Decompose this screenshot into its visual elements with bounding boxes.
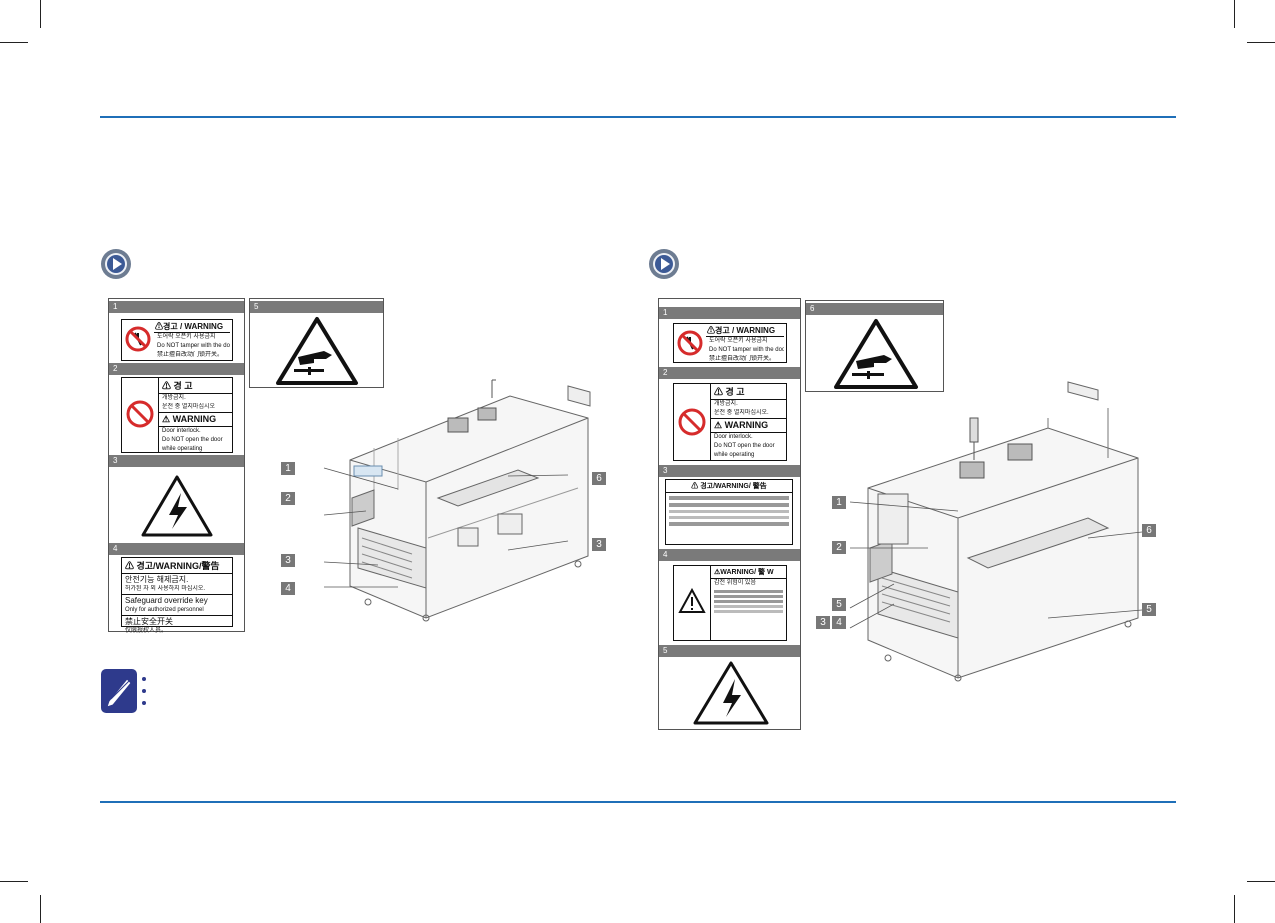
label-text: Do NOT tamper with the door key. [157, 343, 230, 349]
label-header: 4 [659, 549, 800, 561]
play-circle-icon [101, 249, 131, 279]
label-text: 안전기능 해제금지. [125, 575, 189, 584]
label-header: 3 [109, 455, 244, 467]
label-text: Safeguard override key [122, 594, 232, 606]
warning-label-door-key: ⚠경고 / WARNING 도어락 오픈키 사용금지 Do NOT tamper… [121, 319, 233, 361]
callout-badge: 3 [816, 616, 830, 629]
warning-label-door-key: ⚠경고 / WARNING 도어락 오픈키 사용금지 Do NOT tamper… [673, 323, 787, 363]
no-hand-icon [677, 330, 703, 356]
label-text: Only for authorized personnel [125, 607, 204, 613]
crop-mark [1247, 881, 1275, 882]
footer-rule [100, 801, 1176, 803]
crop-mark [0, 881, 28, 882]
callout-badge: 5 [1142, 603, 1156, 616]
prohibited-icon [126, 400, 154, 428]
label-header: 5 [659, 645, 800, 657]
crop-mark [40, 0, 41, 28]
hand-pinch-warning-icon [276, 317, 358, 385]
label-header: 6 [806, 303, 943, 315]
label-text: 운전 중 열지마십시오. [714, 410, 769, 416]
callout-badge: 1 [832, 496, 846, 509]
warning-label-multilingual: ⚠ 경고/WARNING/ 警告 [665, 479, 793, 545]
callout-badge: 2 [281, 492, 295, 505]
label-title: ⚠ 경 고 [711, 384, 786, 400]
right-figure: 1 ⚠경고 / WARNING 도어락 오픈키 사용금지 Do NOT tamp… [658, 298, 1160, 730]
label-text: Door interlock. [162, 428, 201, 434]
label-column: 1 ⚠경고 / WARNING 도어락 오픈키 사용금지 Do NOT tamp… [658, 298, 801, 730]
callout-badge: 3 [592, 538, 606, 551]
warning-label-electric: ⚠WARNING/ 警 W 감전 위험이 있음 [673, 565, 787, 641]
label-text: 개방금지. [714, 401, 738, 407]
label-title: ⚠경고 / WARNING [706, 325, 784, 337]
label-header: 1 [659, 307, 800, 319]
label-text: 禁止擅自改动门锁开关。 [709, 356, 776, 362]
callout-badge: 6 [1142, 524, 1156, 537]
label-column: 1 ⚠경고 / WARNING 도어락 오픈키 사용금지 Do NOT tamp… [108, 298, 245, 634]
label-title: ⚠ 경 고 [159, 378, 232, 394]
label-title: ⚠ WARNING [159, 412, 232, 427]
high-voltage-icon [141, 475, 213, 537]
label-title: ⚠ 경고/WARNING/警告 [122, 558, 232, 574]
warning-label-safeguard-key: ⚠ 경고/WARNING/警告 안전기능 해제금지. 허가된 자 외 사용하지 … [121, 557, 233, 634]
hand-pinch-warning-icon [834, 319, 918, 389]
label-header: 2 [109, 363, 244, 375]
callout-badge: 6 [592, 472, 606, 485]
label-text: 운전 중 열지마십시오 [162, 404, 216, 410]
label-text: Do NOT tamper with the door key. [709, 347, 784, 353]
crop-mark [1247, 42, 1275, 43]
label-text: 감전 위험이 있음 [714, 580, 756, 586]
label-text: 도어락 오픈키 사용금지 [709, 338, 768, 344]
no-hand-icon [125, 326, 151, 352]
warning-label-door-interlock: ⚠ 경 고 개방금지. 운전 중 열지마십시오. ⚠ WARNING Door … [673, 383, 787, 461]
label-text: 禁止安全开关 [122, 615, 232, 627]
callout-badge: 3 [281, 554, 295, 567]
label-title: ⚠WARNING/ 警 W [711, 566, 786, 579]
play-circle-icon [649, 249, 679, 279]
machine-illustration [323, 379, 591, 622]
pinch-hazard-frame: 5 [249, 298, 384, 388]
label-title: ⚠ WARNING [711, 418, 786, 433]
label-header: 4 [109, 543, 244, 555]
label-text: Door interlock. [714, 434, 753, 440]
left-figure: 1 ⚠경고 / WARNING 도어락 오픈키 사용금지 Do NOT tamp… [108, 298, 610, 634]
machine-illustration [849, 381, 1143, 682]
label-header: 5 [250, 301, 383, 313]
pinch-hazard-frame: 6 [805, 300, 944, 392]
crop-mark [1234, 0, 1235, 28]
label-text: 개방금지. [162, 395, 186, 401]
label-text: Do NOT open the door [714, 443, 775, 449]
crop-mark [0, 42, 28, 43]
label-header: 3 [659, 465, 800, 477]
label-text: while operating [714, 452, 755, 458]
label-header: 1 [109, 301, 244, 313]
prohibited-icon [678, 408, 706, 436]
warning-label-door-interlock: ⚠ 경 고 개방금지. 운전 중 열지마십시오 ⚠ WARNING Door i… [121, 377, 233, 453]
label-text: 도어락 오픈키 사용금지 [157, 334, 216, 340]
crop-mark [1234, 895, 1235, 923]
header-rule [100, 116, 1176, 118]
callout-badge: 4 [281, 582, 295, 595]
label-text: 禁止擅自改动门锁开关。 [157, 352, 224, 358]
label-text: 仅限授权人员。 [125, 628, 168, 634]
pencil-note-icon [101, 669, 146, 713]
callout-badge: 1 [281, 462, 295, 475]
label-text: while operating [162, 446, 203, 452]
crop-mark [40, 895, 41, 923]
warning-triangle-icon [678, 588, 706, 613]
callout-badge: 2 [832, 541, 846, 554]
callout-badge: 4 [832, 616, 846, 629]
label-title: ⚠경고 / WARNING [154, 321, 230, 333]
high-voltage-icon [693, 661, 769, 725]
label-header: 2 [659, 367, 800, 379]
label-text: Do NOT open the door [162, 437, 223, 443]
callout-badge: 5 [832, 598, 846, 611]
label-title: ⚠ 경고/WARNING/ 警告 [666, 480, 792, 493]
label-text: 허가된 자 외 사용하지 마십시오. [125, 586, 206, 592]
